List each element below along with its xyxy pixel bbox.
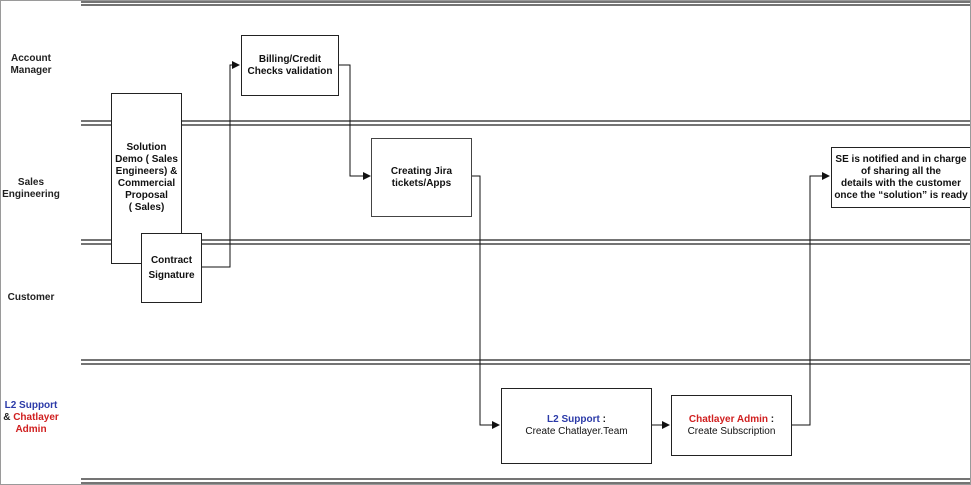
lane-label-line: Manager	[10, 65, 52, 76]
connector-contract-to-billing	[201, 61, 240, 268]
node-admin-create-subscription[interactable]: Chatlayer Admin : Create Subscription	[671, 395, 792, 456]
node-text-line: Engineers) &	[115, 166, 178, 177]
node-text-line: Contract	[150, 255, 193, 266]
lane-label-sales-engineering: Sales Engineering	[1, 177, 61, 201]
node-text-line: details with the customer	[840, 177, 961, 189]
lane-label-l2-support: L2 Support & Chatlayer Admin	[1, 400, 61, 436]
connector-billing-to-jira	[338, 64, 371, 180]
node-text-line: ( Sales)	[128, 202, 165, 213]
node-text-line: of sharing all the	[860, 165, 941, 177]
lane-label-chatlayer-text: Chatlayer	[13, 412, 59, 423]
node-role-colon: :	[599, 414, 606, 425]
node-text-line: once the “solution” is ready	[834, 189, 968, 201]
node-text-line: Commercial	[117, 178, 176, 189]
lane-label-line: Sales	[17, 177, 45, 188]
lane-label-ampersand: &	[3, 412, 14, 423]
lane-label-line: Account	[11, 53, 51, 64]
lane-label-account-manager: Account Manager	[1, 53, 61, 77]
connector-jira-to-l2team	[471, 175, 500, 429]
node-text-line: Checks validation	[247, 65, 333, 77]
node-text-line: Creating Jira	[390, 165, 453, 177]
lane-label-line: Engineering	[2, 189, 60, 200]
node-text-line: SE is notified and in charge	[835, 153, 967, 165]
node-creating-jira[interactable]: Creating Jira tickets/Apps	[371, 138, 472, 217]
node-text-line: Solution	[126, 142, 167, 153]
node-role-chatlayer-admin: Chatlayer Admin	[688, 413, 768, 425]
node-action-text: Create Subscription	[687, 425, 776, 437]
lane-label-customer: Customer	[1, 292, 61, 304]
node-role-colon: :	[767, 413, 775, 425]
node-action-text: Create Chatlayer.Team	[525, 426, 628, 437]
node-l2-create-team[interactable]: L2 Support : Create Chatlayer.Team	[501, 388, 652, 464]
node-text-line: Signature	[148, 270, 195, 281]
node-text-line: Demo ( Sales	[115, 154, 178, 165]
lane-label-admin-text: Admin	[15, 424, 47, 435]
node-billing-credit[interactable]: Billing/Credit Checks validation	[241, 35, 339, 96]
node-contract-signature[interactable]: Contract Signature	[141, 233, 202, 303]
lane-label-line: Customer	[7, 292, 55, 303]
lane-label-l2-support-text: L2 Support	[4, 400, 58, 411]
lane-separators	[81, 1, 970, 484]
node-text-line: Proposal	[125, 190, 168, 201]
node-text-line: tickets/Apps	[391, 177, 452, 189]
node-role-l2-support: L2 Support	[547, 414, 600, 425]
node-text-line: Billing/Credit	[258, 53, 322, 65]
connector-subscription-to-se	[790, 172, 830, 426]
node-se-notified[interactable]: SE is notified and in charge of sharing …	[831, 147, 970, 208]
